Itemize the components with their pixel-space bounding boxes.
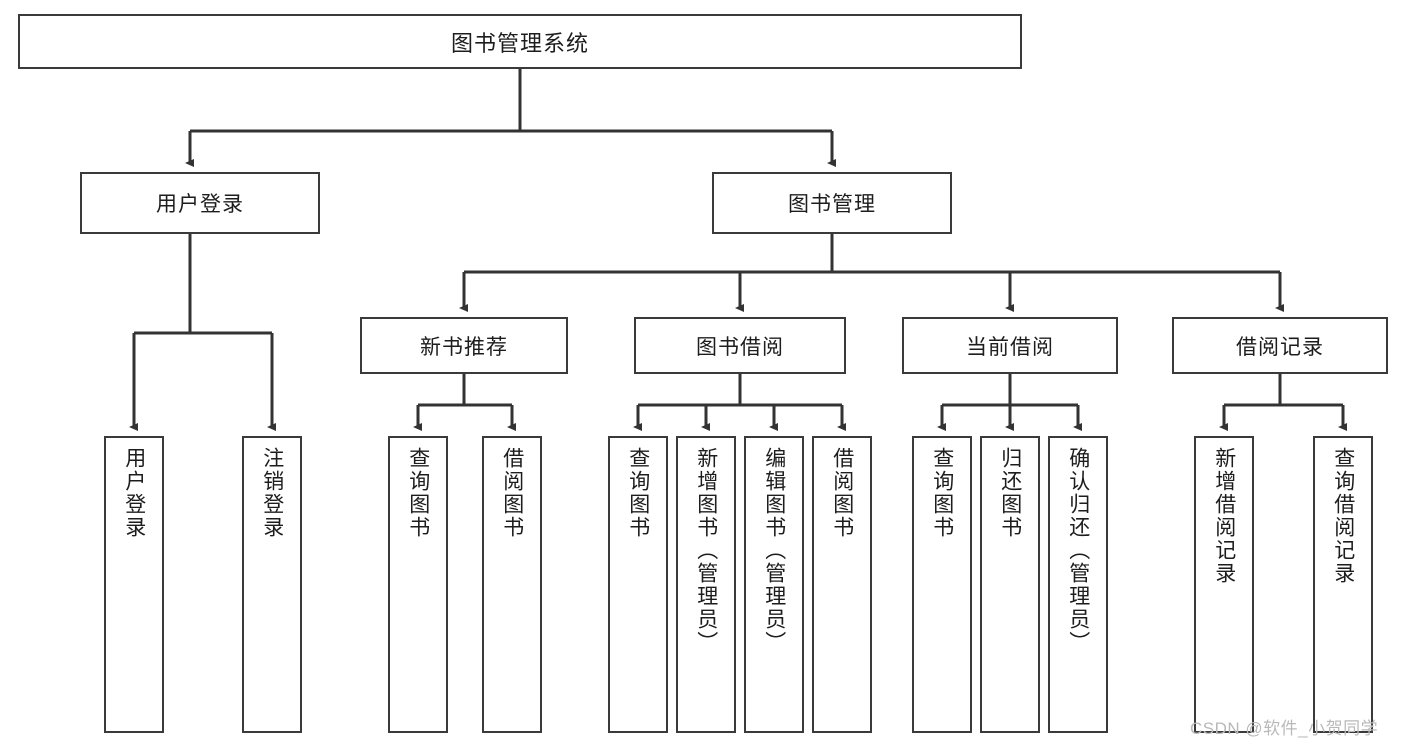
leaf-borrow-book[interactable]: 借阅图书: [812, 436, 872, 733]
leaf-add-book-admin[interactable]: 新增图书（管理员）: [676, 436, 736, 733]
node-label: 用户登录: [122, 447, 146, 539]
node-label: 借阅记录: [1236, 335, 1324, 359]
node-label: 借阅图书: [500, 447, 524, 539]
node-label: 查询图书: [406, 447, 430, 539]
node-user-login[interactable]: 用户登录: [80, 172, 320, 234]
node-borrow-record[interactable]: 借阅记录: [1172, 317, 1388, 374]
csdn-watermark: CSDN @软件_小贺同学: [1190, 719, 1379, 738]
node-label: 新增图书（管理员）: [694, 447, 718, 654]
node-label: 图书管理: [788, 193, 876, 216]
node-label: 当前借阅: [966, 335, 1054, 359]
leaf-borrow-book-recommend[interactable]: 借阅图书: [482, 436, 542, 733]
node-root-system[interactable]: 图书管理系统: [18, 14, 1022, 69]
node-label: 归还图书: [998, 447, 1022, 539]
node-label: 注销登录: [260, 447, 284, 539]
node-new-book-recommend[interactable]: 新书推荐: [360, 317, 568, 374]
node-label: 借阅图书: [830, 447, 854, 539]
node-current-borrow[interactable]: 当前借阅: [902, 317, 1118, 374]
leaf-edit-book-admin[interactable]: 编辑图书（管理员）: [744, 436, 804, 733]
leaf-logout[interactable]: 注销登录: [242, 436, 302, 733]
node-label: 编辑图书（管理员）: [762, 447, 786, 654]
leaf-confirm-return-admin[interactable]: 确认归还（管理员）: [1048, 436, 1108, 733]
node-label: 查询借阅记录: [1331, 447, 1355, 585]
node-label: 确认归还（管理员）: [1066, 447, 1090, 654]
node-label: 图书管理系统: [450, 30, 589, 56]
node-book-management[interactable]: 图书管理: [712, 172, 952, 234]
node-label: 图书借阅: [696, 335, 784, 359]
node-book-borrow[interactable]: 图书借阅: [634, 317, 846, 374]
node-label: 查询图书: [626, 447, 650, 539]
node-label: 查询图书: [930, 447, 954, 539]
leaf-query-borrow-record[interactable]: 查询借阅记录: [1313, 436, 1373, 733]
leaf-query-book-recommend[interactable]: 查询图书: [388, 436, 448, 733]
leaf-user-login[interactable]: 用户登录: [104, 436, 164, 733]
node-label: 新书推荐: [420, 335, 508, 359]
leaf-add-borrow-record[interactable]: 新增借阅记录: [1194, 436, 1254, 733]
node-label: 用户登录: [156, 193, 244, 216]
leaf-return-book[interactable]: 归还图书: [980, 436, 1040, 733]
leaf-query-book-borrow[interactable]: 查询图书: [608, 436, 668, 733]
leaf-query-book-current[interactable]: 查询图书: [912, 436, 972, 733]
node-label: 新增借阅记录: [1212, 447, 1236, 585]
